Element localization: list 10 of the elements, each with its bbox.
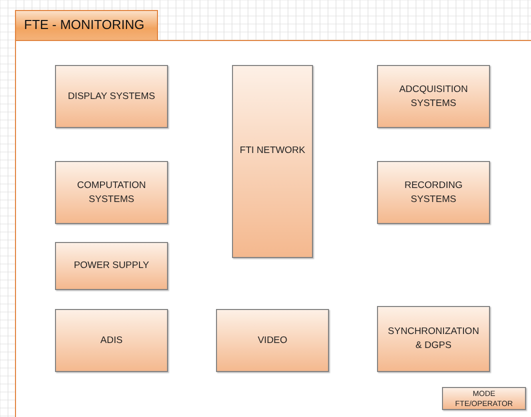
system-box: RECORDING SYSTEMS [377,161,490,224]
system-box: FTI NETWORK [232,65,313,258]
system-box: VIDEO [216,309,329,372]
system-box: POWER SUPPLY [55,242,168,290]
title-tab: FTE - MONITORING [15,10,158,40]
system-box: DISPLAY SYSTEMS [55,65,168,128]
system-box: ADCQUISITION SYSTEMS [377,65,490,128]
system-box: ADIS [55,309,168,372]
system-box: COMPUTATION SYSTEMS [55,161,168,224]
system-box: SYNCHRONIZATION & DGPS [377,306,490,372]
